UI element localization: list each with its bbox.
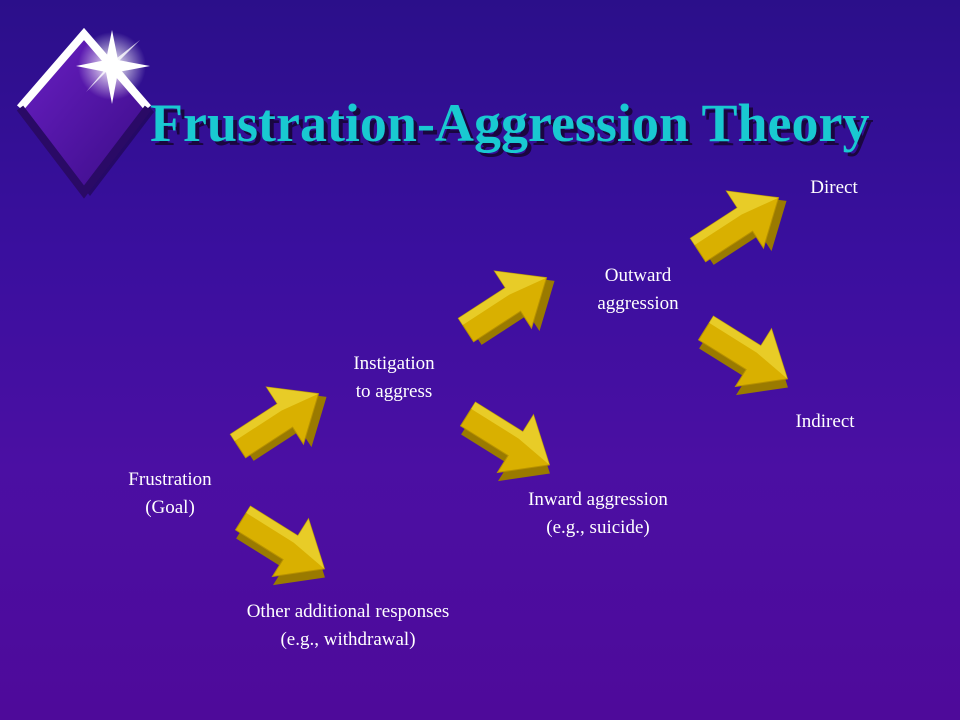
node-inward-line2: (e.g., suicide) [546,517,650,538]
node-outward-line1: Outward [604,265,672,286]
node-instigation-line1: Instigation [353,353,435,374]
node-indirect: Indirect [772,408,878,436]
slide-title: Frustration-Aggression Theory [150,93,870,153]
node-other-responses-line1: Other additional responses [246,601,450,622]
node-frustration-line1: Frustration [128,469,212,490]
arrow-to-other-responses [220,488,348,607]
node-other-responses-line2: (e.g., withdrawal) [280,629,416,650]
node-frustration-line2: (Goal) [145,497,195,518]
node-other-responses: Other additional responses (e.g., withdr… [198,598,498,654]
diamond-star-icon [16,27,154,199]
node-instigation-line2: to aggress [355,381,433,402]
node-direct-label: Direct [810,177,858,198]
node-inward-line1: Inward aggression [528,489,668,510]
arrow-to-inward [445,384,573,503]
arrow-to-outward [446,245,574,365]
node-outward: Outward aggression [570,262,706,318]
node-inward: Inward aggression (e.g., suicide) [488,486,708,542]
node-instigation: Instigation to aggress [324,350,464,406]
node-direct: Direct [784,174,884,202]
node-frustration: Frustration (Goal) [100,466,240,522]
node-indirect-label: Indirect [795,411,855,432]
node-outward-line2: aggression [597,293,679,314]
